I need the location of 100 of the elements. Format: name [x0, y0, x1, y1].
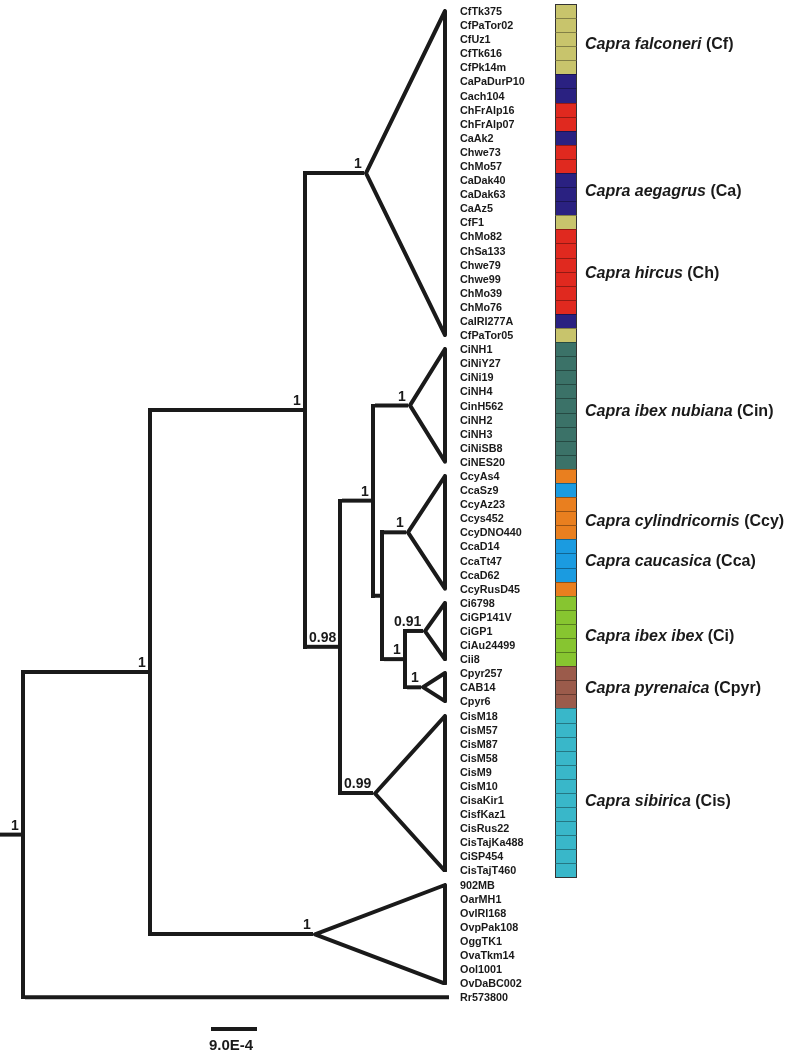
branch-line	[25, 995, 449, 1000]
species-label: Capra ibex nubiana (Cin)	[585, 400, 774, 420]
taxon-label: CisfKaz1	[460, 808, 506, 821]
taxon-label: CfUz1	[460, 33, 491, 46]
branch-line	[25, 669, 148, 674]
support-value: 0.91	[394, 613, 422, 628]
taxon-label: CisM18	[460, 709, 498, 722]
taxon-label: CaAz5	[460, 202, 493, 215]
taxon-label: CcyAs4	[460, 469, 500, 482]
species-label: Capra falconeri (Cf)	[585, 33, 734, 53]
taxon-label: CiNES20	[460, 455, 505, 468]
taxon-label: OarMH1	[460, 892, 502, 905]
branch-line	[152, 931, 313, 936]
taxon-label: CiNH1	[460, 343, 493, 356]
support-value: 1	[361, 483, 369, 498]
taxon-label: OvaTkm14	[460, 949, 515, 961]
taxon-label: CisM58	[460, 751, 498, 764]
scale-label: 9.0E-4	[209, 1035, 254, 1052]
taxon-label: Ccys452	[460, 512, 504, 525]
species-label: Capra aegagrus (Ca)	[585, 180, 742, 200]
taxon-label: CfTk375	[460, 5, 502, 17]
taxon-label: Chwe79	[460, 258, 501, 271]
taxon-label: CiSP454	[460, 850, 504, 863]
taxon-label: CiGP141V	[460, 610, 512, 623]
species-label: Capra pyrenaica (Cpyr)	[585, 677, 762, 697]
support-value: 1	[396, 515, 404, 530]
species-label: Capra cylindricornis (Ccy)	[585, 510, 785, 530]
taxon-label: CinH562	[460, 399, 504, 412]
taxon-label: CisRus22	[460, 822, 510, 835]
taxon-label: OvIRI168	[460, 906, 507, 919]
taxon-label: CiNH2	[460, 413, 493, 426]
support-value: 1	[303, 916, 311, 931]
taxon-label: CcaD14	[460, 540, 500, 553]
taxon-label: CisM57	[460, 723, 498, 736]
taxon-label: OvpPak108	[460, 920, 519, 933]
taxon-label: Ool1001	[460, 963, 502, 976]
taxon-label: CaDak40	[460, 174, 506, 187]
species-label: Capra hircus (Ch)	[585, 262, 720, 282]
taxon-label: CiNi19	[460, 371, 494, 384]
branch-line	[307, 171, 364, 176]
branch-line	[342, 498, 371, 503]
taxon-label: CiNH4	[460, 385, 493, 398]
taxon-label: CfPaTor05	[460, 329, 514, 342]
taxon-label: Rr573800	[449, 991, 509, 1004]
taxon-label: Cpyr257	[460, 667, 503, 680]
taxon-label: ChFrAlp07	[460, 117, 515, 130]
taxon-label: CiNiSB8	[460, 441, 503, 454]
taxon-label: CiNH3	[460, 427, 493, 440]
taxon-label: CcaTt47	[460, 554, 502, 567]
taxon-label: Chwe99	[460, 272, 501, 285]
taxon-label: CaIRI277A	[460, 314, 514, 327]
taxon-label: CisTajT460	[460, 864, 517, 877]
taxon-label: CiGP1	[460, 624, 493, 637]
taxon-label: ChFrAlp16	[460, 103, 515, 116]
support-value: 1	[393, 642, 401, 657]
taxon-label: Chwe73	[460, 145, 501, 158]
taxon-label: CcyRusD45	[460, 582, 520, 595]
support-value: 1	[398, 388, 406, 403]
taxon-label: OggTK1	[460, 934, 502, 947]
branch-line	[375, 403, 408, 408]
taxon-label: CAB14	[460, 681, 496, 694]
species-label: Capra caucasica (Cca)	[585, 550, 756, 570]
branch-line	[384, 530, 406, 535]
support-value: 1	[138, 654, 146, 669]
taxon-label: Cpyr6	[460, 695, 491, 708]
taxon-label: CcaD62	[460, 568, 500, 581]
support-value: 0.98	[309, 629, 337, 644]
species-label: Capra sibirica (Cis)	[585, 790, 731, 810]
taxon-label: CisM87	[460, 737, 498, 750]
taxon-label: CisaKir1	[460, 794, 504, 807]
taxon-label: CfTk616	[460, 47, 502, 60]
taxon-label: Cii8	[460, 653, 480, 666]
taxon-label: ChMo76	[460, 300, 502, 313]
taxon-label: Ci6798	[460, 596, 495, 609]
taxon-label: Cach104	[460, 89, 505, 102]
taxon-label: CiAu24499	[460, 639, 516, 652]
taxon-label: CisTajKa488	[460, 836, 524, 849]
branch-line	[152, 407, 303, 412]
branch-line	[384, 657, 403, 662]
branch-line	[407, 685, 421, 690]
taxon-label: CcyAz23	[460, 498, 505, 511]
taxon-label: CaDak63	[460, 188, 506, 201]
taxon-label: CiNiY27	[460, 357, 501, 370]
support-value: 1	[293, 392, 301, 407]
support-value: 0.99	[344, 776, 372, 790]
taxon-label: CfF1	[460, 216, 484, 229]
taxon-label: ChMo57	[460, 160, 502, 172]
support-value: 1	[354, 156, 362, 171]
taxon-label: 902MB	[460, 878, 495, 891]
support-value: 1	[11, 817, 19, 832]
taxon-label: CcyDNO440	[460, 526, 522, 539]
taxon-label: ChMo82	[460, 230, 502, 243]
taxon-label: OvDaBC002	[460, 977, 522, 990]
taxon-label: CaPaDurP10	[460, 75, 525, 88]
branch-line	[307, 644, 338, 649]
support-value: 1	[411, 670, 419, 685]
taxon-label: CaAk2	[460, 131, 494, 144]
branch-line	[375, 593, 380, 598]
taxon-label: CfPaTor02	[460, 19, 514, 32]
branch-line	[342, 791, 373, 795]
